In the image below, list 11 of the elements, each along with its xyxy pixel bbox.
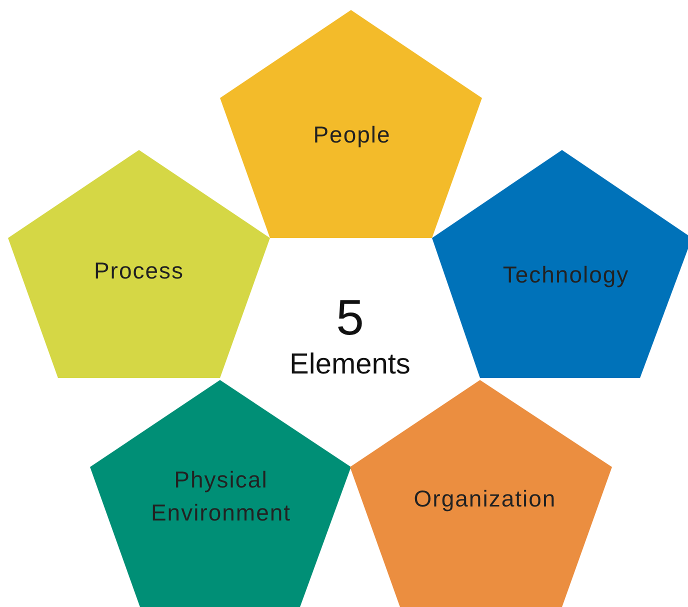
pentagon-node bbox=[432, 150, 688, 378]
node-label: Process bbox=[94, 256, 184, 286]
pentagon-node bbox=[8, 150, 270, 378]
node-label: Organization bbox=[414, 484, 556, 514]
node-label: People bbox=[313, 120, 391, 150]
pentagon-node bbox=[220, 10, 482, 238]
node-label: Technology bbox=[502, 260, 630, 290]
center-title: 5 Elements bbox=[288, 288, 412, 382]
node-label: Physical Environment bbox=[150, 466, 292, 528]
pentagon-node bbox=[350, 380, 612, 607]
pentagon-node bbox=[90, 380, 351, 607]
